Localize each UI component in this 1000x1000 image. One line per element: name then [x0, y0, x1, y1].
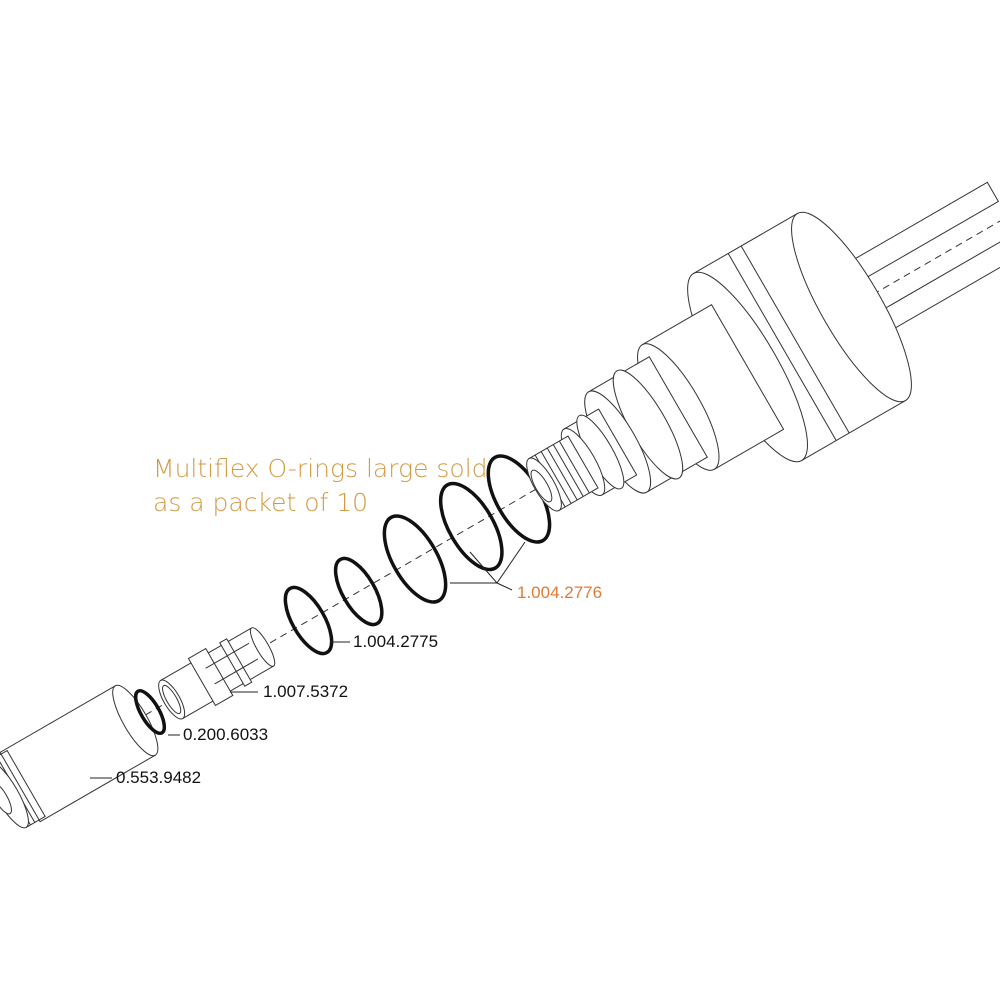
- part-label-1-004-2775: 1.004.2775: [353, 632, 439, 651]
- packet-note: Multiflex O-rings large sold as a packet…: [153, 452, 488, 520]
- o-ring-2775: [283, 585, 334, 656]
- leader-lines: [90, 541, 526, 779]
- o-ring-2776: [382, 514, 448, 604]
- coupling-body: [526, 181, 1000, 512]
- part-label-0-553-9482: 0.553.9482: [116, 768, 202, 787]
- o-ring-2775: [333, 556, 384, 627]
- part-label-0-200-6033: 0.200.6033: [183, 725, 269, 744]
- insert-part: [158, 627, 276, 720]
- sleeve-part: [0, 684, 159, 829]
- part-label-1-007-5372: 1.007.5372: [263, 682, 349, 701]
- note-line-2: as a packet of 10: [153, 488, 369, 517]
- o-ring-2776: [438, 481, 504, 572]
- o-ring-small: [133, 688, 167, 736]
- note-line-1: Multiflex O-rings large sold: [153, 454, 488, 483]
- part-label-1-004-2776: 1.004.2776: [517, 583, 603, 602]
